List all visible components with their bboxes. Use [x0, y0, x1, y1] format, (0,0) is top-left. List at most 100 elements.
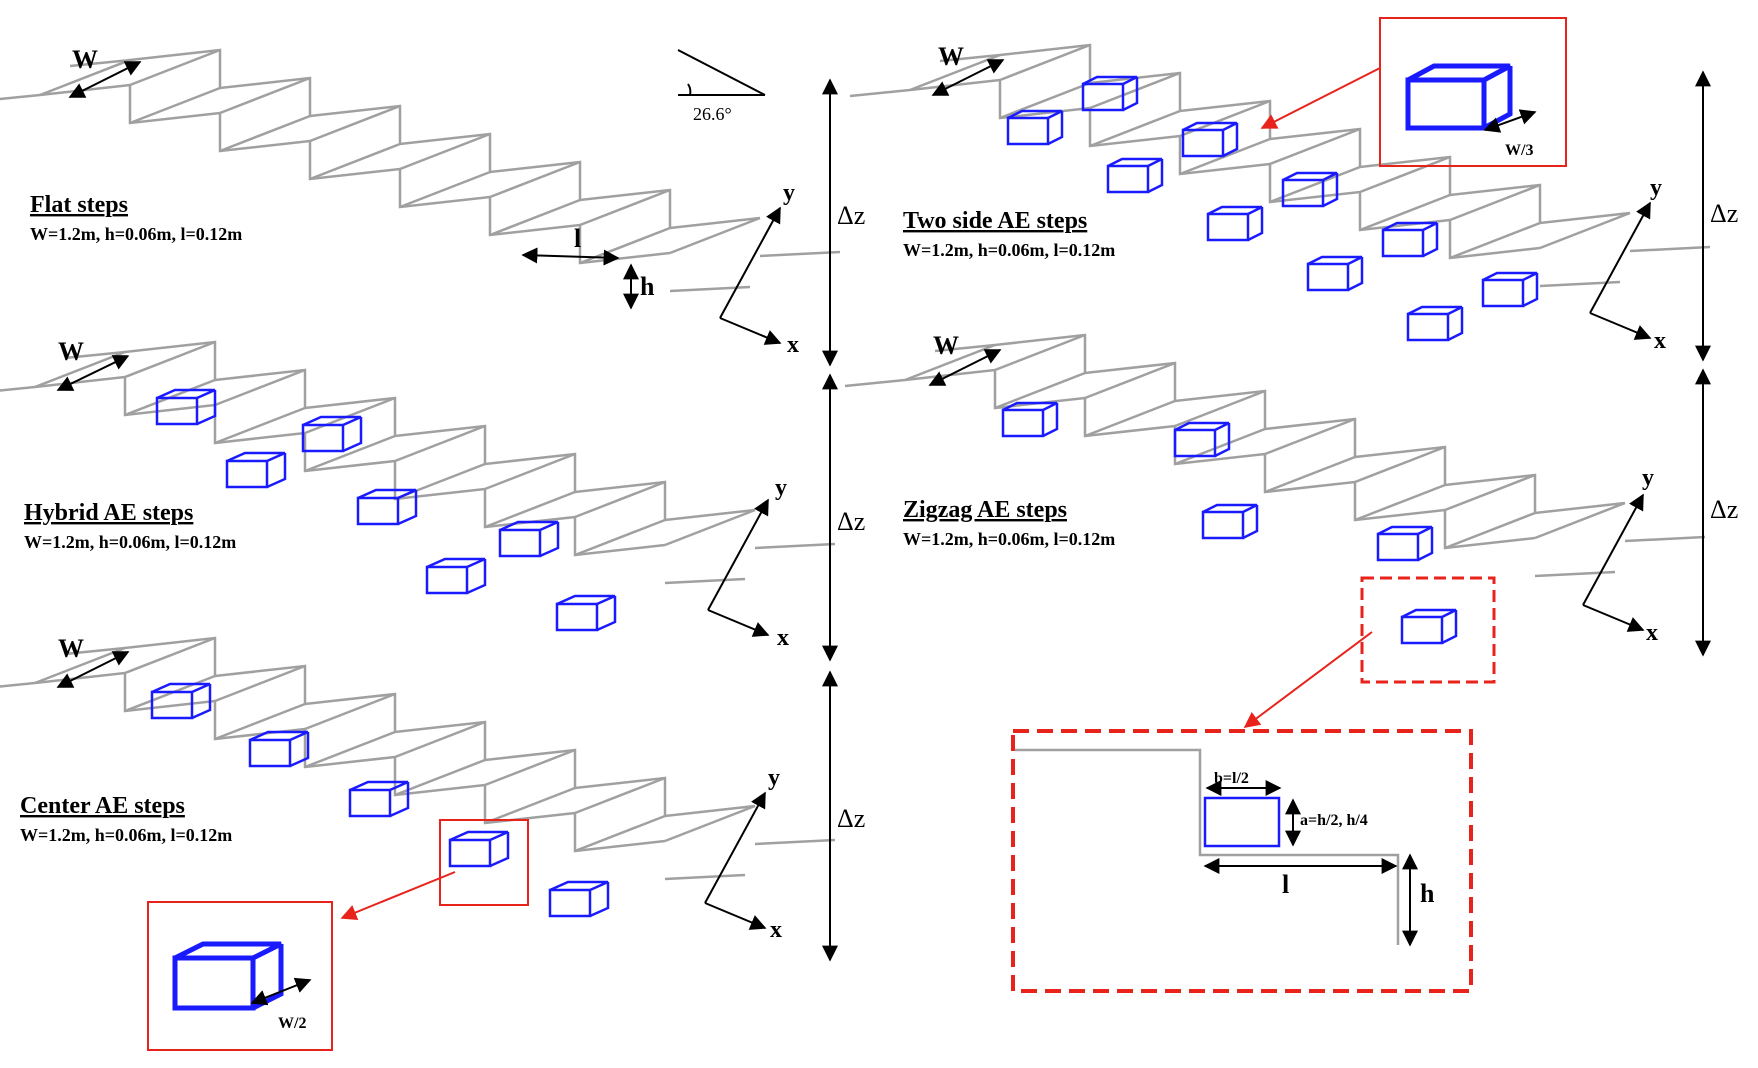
- stair-zigzag-nosing-line: [1444, 511, 1536, 550]
- stair-center-nosing-line: [124, 674, 216, 713]
- block-zigzag-1: [1173, 421, 1231, 458]
- stair-hybrid-landing: [754, 542, 836, 550]
- axes-hybrid-x: [707, 609, 770, 637]
- block-hybrid-4-side: [539, 522, 560, 558]
- stair-flat-tread-end-line: [399, 132, 491, 171]
- stair-center-tread-end-line: [124, 636, 216, 675]
- block-hybrid-3-face: [356, 496, 400, 526]
- stair-zigzag-landing: [1624, 535, 1706, 543]
- block-center-1-side: [289, 732, 310, 768]
- width-arrow-flat: [68, 61, 142, 98]
- block-center-4-face: [548, 888, 592, 918]
- stair-hybrid-tread-end-line: [214, 368, 306, 407]
- stair-center-nosing-line: [394, 758, 486, 797]
- block-two-side-8-face: [1406, 312, 1450, 342]
- block-two-side-0-side: [1047, 111, 1064, 146]
- axes-center-x: [704, 902, 767, 930]
- axis-x-label-center: x: [770, 917, 782, 943]
- detail-label-b: b=l/2: [1214, 770, 1249, 787]
- block-two-side-7: [1381, 221, 1439, 258]
- block-center-4-side: [589, 882, 610, 918]
- stair-zigzag-nosing-line: [1174, 427, 1266, 466]
- axis-x-label-two-side: x: [1654, 328, 1666, 354]
- stair-hybrid-nosing-line: [484, 490, 576, 529]
- center-inset-pointer: [340, 871, 456, 920]
- stair-hybrid: [0, 340, 836, 585]
- block-two-side-9-side: [1522, 273, 1539, 308]
- block-two-side-4-side: [1247, 207, 1264, 242]
- block-hybrid-1-face: [301, 423, 345, 453]
- axis-x-label-flat: x: [787, 332, 799, 358]
- block-center-2-top: [349, 780, 409, 792]
- center-inset-block-face: [172, 955, 256, 1011]
- stair-hybrid-tread-end-line: [664, 508, 756, 547]
- two-side-inset-block-top: [1406, 63, 1512, 83]
- stair-two-side-tread-end-line: [1089, 71, 1181, 110]
- axis-y-label-two-side: y: [1650, 175, 1662, 201]
- stair-hybrid-tread-end-line: [574, 480, 666, 519]
- block-zigzag-1-side: [1214, 423, 1231, 458]
- block-two-side-7-face: [1381, 228, 1425, 258]
- panel-params-two-side: W=1.2m, h=0.06m, l=0.12m: [903, 240, 1115, 260]
- block-hybrid-5-top: [426, 557, 486, 569]
- highlights: [147, 17, 1567, 1051]
- stair-zigzag-tread-end-line: [1444, 473, 1536, 512]
- block-two-side-7-side: [1422, 223, 1439, 258]
- block-center-3-face: [448, 838, 492, 868]
- tread-length-label: l: [574, 224, 581, 253]
- block-hybrid-2-top: [226, 451, 286, 463]
- block-two-side-3: [1181, 121, 1239, 158]
- block-zigzag-1-face: [1173, 428, 1217, 458]
- block-hybrid-3-top: [357, 488, 417, 500]
- block-center-1-top: [249, 730, 309, 742]
- block-two-side-5-top: [1282, 171, 1338, 182]
- stair-hybrid-tread-end-line: [484, 452, 576, 491]
- width-label-zigzag: W: [933, 331, 959, 360]
- stair-hybrid-tread-end-line: [124, 340, 216, 379]
- block-hybrid-6: [555, 594, 617, 632]
- panel-title-flat: Flat steps: [30, 192, 128, 218]
- block-two-side-2: [1106, 157, 1164, 194]
- block-zigzag-3-top: [1377, 525, 1433, 536]
- stair-center-landing-front: [664, 873, 746, 881]
- block-center-2-face: [348, 788, 392, 818]
- block-center-3: [448, 830, 510, 868]
- block-hybrid-4: [498, 520, 560, 558]
- axis-x-label-zigzag: x: [1646, 620, 1658, 646]
- stair-two-side-tread-end-line: [1359, 155, 1451, 194]
- block-two-side-6: [1306, 255, 1364, 292]
- block-zigzag-3-side: [1417, 527, 1434, 562]
- stair-hybrid-landing-front: [664, 577, 746, 585]
- width-label-two-side: W: [938, 42, 964, 71]
- block-hybrid-2-face: [225, 459, 269, 489]
- angle-label: 26.6°: [693, 104, 732, 124]
- block-zigzag-0-side: [1042, 403, 1059, 438]
- block-two-side-9-top: [1482, 271, 1538, 282]
- stair-flat-nosing-line: [219, 114, 311, 153]
- delta-z-label-5: Δz: [1710, 495, 1738, 524]
- stair-zigzag-nosing-line: [1354, 483, 1446, 522]
- stair-hybrid-nosing-line: [214, 406, 306, 445]
- stair-zigzag-tread-end-line: [994, 333, 1086, 372]
- block-hybrid-5: [425, 557, 487, 595]
- axes-center-y: [704, 791, 766, 904]
- stair-flat-tread-end-line: [309, 104, 401, 143]
- block-two-side-9-face: [1481, 278, 1525, 308]
- block-two-side-4-face: [1206, 212, 1250, 242]
- block-two-side-2-side: [1147, 159, 1164, 194]
- block-zigzag-3-face: [1376, 532, 1420, 562]
- block-center-0: [150, 682, 212, 720]
- block-two-side-5: [1281, 171, 1339, 208]
- stair-center-landing: [754, 838, 836, 846]
- block-center-2: [348, 780, 410, 818]
- stair-flat-nosing-line: [399, 170, 491, 209]
- center-focus-box: [439, 819, 529, 906]
- block-hybrid-0: [155, 388, 217, 426]
- block-center-1: [248, 730, 310, 768]
- width-label-hybrid: W: [58, 337, 84, 366]
- block-zigzag-0-face: [1001, 408, 1045, 438]
- detail-step-profile: [1015, 748, 1400, 945]
- stair-center-nosing-line: [304, 730, 396, 769]
- stair-two-side-tread-end-line: [1269, 127, 1361, 166]
- block-zigzag-2-top: [1202, 503, 1258, 514]
